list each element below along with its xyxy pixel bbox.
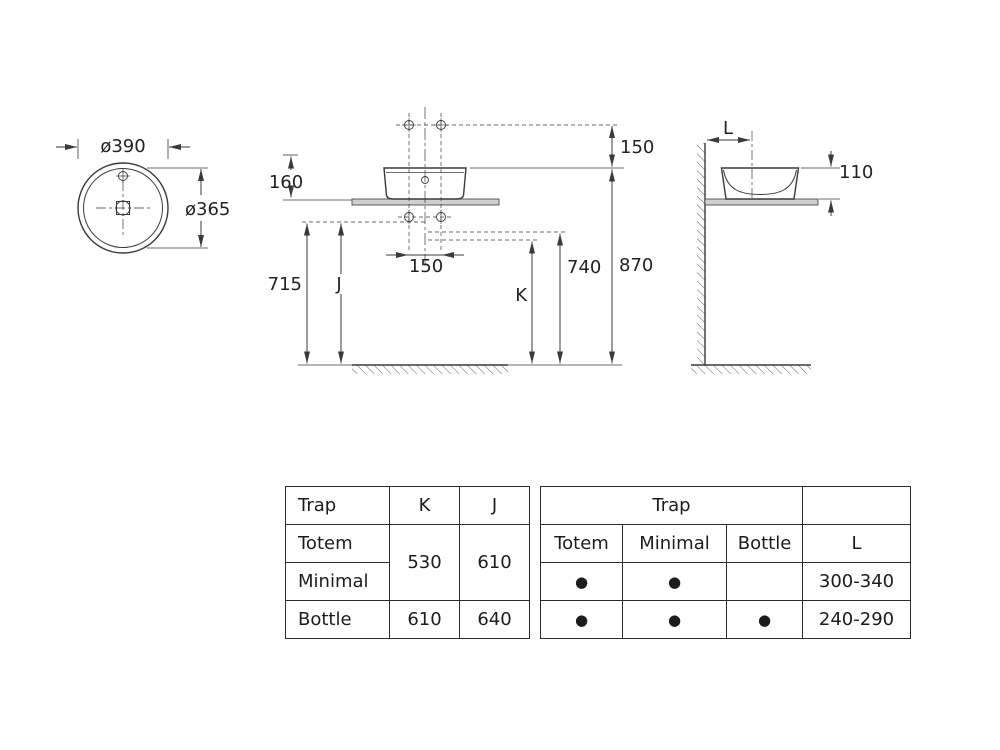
kj-row-bottle: Bottle: [285, 600, 390, 639]
table-row: ● ● ● 240-290: [540, 600, 911, 639]
fixing-points: [402, 118, 448, 224]
table-row: Bottle 610 640: [285, 600, 530, 639]
kj-table: Trap K J Totem 530 610 Minimal Bottle 61…: [285, 486, 530, 639]
trap-dot-totem: ●: [540, 600, 623, 639]
trap-l-range: 240-290: [802, 600, 911, 639]
trap-subheader-row: Totem Minimal Bottle L: [540, 524, 911, 563]
waste-symbol: [96, 181, 150, 235]
table-row: ● ● 300-340: [540, 562, 911, 601]
fixing-centrelines: [396, 107, 618, 268]
trap-dot-bottle: ●: [726, 600, 803, 639]
trap-col-l: L: [802, 524, 911, 563]
countertop-side: [704, 198, 819, 206]
dim-150-top: 150: [620, 137, 654, 158]
kj-header-k: K: [389, 486, 460, 525]
countertop: [351, 198, 500, 206]
floor-hatch-side: [691, 365, 811, 374]
trap-header-empty: [802, 486, 911, 525]
trap-col-bottle: Bottle: [726, 524, 803, 563]
dim-outer-diameter: ø390: [100, 136, 145, 157]
trap-dot-minimal: ●: [622, 562, 727, 601]
front-view: [283, 107, 624, 374]
side-view: [691, 131, 840, 374]
dim-inner-diameter: ø365: [185, 199, 230, 220]
trap-col-totem: Totem: [540, 524, 623, 563]
kj-header-row: Trap K J: [285, 486, 530, 525]
kj-totem-minimal-k: 530: [389, 524, 460, 601]
label-k: K: [515, 285, 528, 306]
trap-table: Trap Totem Minimal Bottle L ● ● 300-340 …: [540, 486, 911, 639]
basin-inner-rim: [83, 168, 163, 248]
dim-150-bottom: 150: [409, 256, 443, 277]
label-l: L: [723, 118, 733, 139]
top-view: [56, 139, 208, 254]
dim-160: 160: [269, 172, 303, 193]
trap-col-minimal: Minimal: [622, 524, 727, 563]
basin-bowl-profile: [723, 169, 797, 196]
tap-hole: [116, 169, 130, 183]
dim-inner-diameter-lines: [147, 167, 208, 249]
kj-bottle-k: 610: [389, 600, 460, 639]
trap-header-row: Trap: [540, 486, 911, 525]
dim-740: 740: [567, 257, 601, 278]
basin-side: [720, 167, 800, 200]
wall-hatch: [697, 143, 705, 365]
trap-dot-bottle: [726, 562, 803, 601]
kj-row-totem: Totem: [285, 524, 390, 563]
label-j-mask: [332, 274, 347, 294]
kj-row-minimal: Minimal: [285, 562, 390, 601]
dim-110: 110: [839, 162, 873, 183]
kj-header-j: J: [459, 486, 530, 525]
reference-extensions: [302, 221, 566, 241]
trap-header: Trap: [540, 486, 803, 525]
technical-drawing: ø390 ø365 160 150 150 715 J K 740 870 L …: [56, 107, 873, 374]
trap-dot-minimal: ●: [622, 600, 727, 639]
dim-outer-diameter-lines: [56, 139, 190, 159]
dim-715: 715: [268, 274, 302, 295]
label-j: J: [335, 274, 341, 295]
kj-bottle-j: 640: [459, 600, 530, 639]
trap-dot-totem: ●: [540, 562, 623, 601]
dim-870: 870: [619, 255, 653, 276]
basin-outer-rim: [77, 162, 169, 254]
floor-hatch: [352, 365, 508, 374]
dim-110-lines: [801, 151, 840, 216]
kj-totem-minimal-j: 610: [459, 524, 530, 601]
trap-l-range: 300-340: [802, 562, 911, 601]
kj-header-trap: Trap: [285, 486, 390, 525]
table-row: Totem 530 610: [285, 524, 530, 601]
